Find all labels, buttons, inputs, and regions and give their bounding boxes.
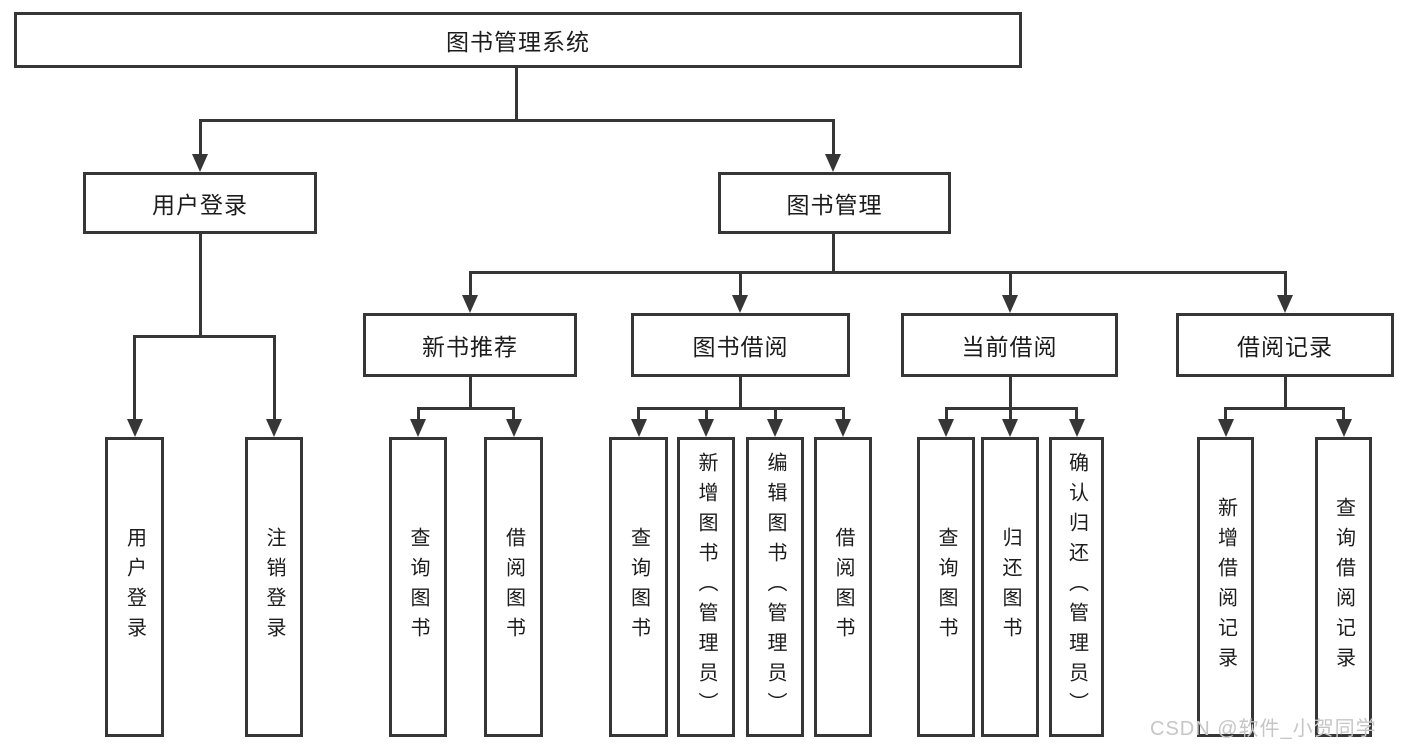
arrowhead-icon: [1277, 295, 1293, 313]
node-root-library-system: 图书管理系统: [14, 12, 1022, 68]
connector-line: [416, 406, 515, 410]
arrowhead-icon: [410, 419, 426, 437]
leaf-query-books-recommend: 查询图书: [389, 437, 447, 737]
leaf-borrow-books-recommend: 借阅图书: [484, 437, 543, 737]
connector-line: [468, 272, 472, 298]
node-label: 注销登录: [263, 527, 285, 647]
connector-line: [1342, 408, 1345, 424]
leaf-borrow-books: 借阅图书: [814, 437, 872, 737]
arrowhead-icon: [1335, 419, 1352, 437]
node-label: 图书借阅: [692, 334, 789, 360]
arrowhead-icon: [266, 419, 282, 437]
connector-line: [738, 377, 742, 410]
connector-line: [515, 68, 518, 121]
connector-line: [944, 408, 948, 424]
node-label: 归还图书: [999, 527, 1021, 647]
leaf-add-borrow-record: 新增借阅记录: [1197, 437, 1254, 737]
arrowhead-icon: [192, 154, 208, 172]
connector-line: [512, 408, 515, 424]
leaf-confirm-return-admin: 确认归还（管理员）: [1049, 437, 1104, 737]
node-label: 借阅记录: [1237, 334, 1333, 360]
connector-line: [416, 408, 420, 424]
node-label: 查询借阅记录: [1332, 497, 1355, 677]
connector-line: [133, 334, 276, 338]
connector-line: [1224, 408, 1227, 424]
connector-line: [704, 408, 708, 424]
arrowhead-icon: [505, 419, 522, 437]
csdn-watermark: CSDN @软件_小贺同学: [1150, 718, 1377, 740]
connector-line: [1008, 408, 1012, 424]
connector-line: [1008, 272, 1012, 298]
arrowhead-icon: [126, 419, 143, 437]
node-label: 新增借阅记录: [1214, 497, 1237, 677]
node-label: 当前借阅: [961, 334, 1058, 360]
connector-line: [1283, 272, 1287, 298]
node-current-borrow: 当前借阅: [901, 313, 1118, 377]
connector-line: [637, 408, 640, 424]
node-label: 查询图书: [627, 527, 650, 647]
connector-line: [1283, 377, 1287, 410]
arrowhead-icon: [835, 419, 851, 437]
connector-line: [831, 234, 835, 274]
node-label: 查询图书: [935, 527, 957, 647]
node-label: 借阅图书: [832, 527, 854, 647]
arrowhead-icon: [1217, 419, 1234, 437]
node-label: 新书推荐: [422, 334, 518, 360]
connector-line: [1075, 408, 1078, 424]
arrowhead-icon: [462, 295, 478, 313]
node-label: 图书管理系统: [446, 29, 590, 55]
arrowhead-icon: [732, 295, 748, 313]
node-label: 图书管理: [786, 192, 883, 218]
connector-line: [272, 336, 276, 423]
leaf-query-borrow-record: 查询借阅记录: [1315, 437, 1372, 737]
leaf-query-books-current: 查询图书: [917, 437, 975, 737]
leaf-edit-books-admin: 编辑图书（管理员）: [746, 437, 804, 737]
node-label: 查询图书: [407, 527, 429, 647]
connector-line: [198, 120, 202, 158]
leaf-add-books-admin: 新增图书（管理员）: [677, 437, 735, 737]
connector-line: [1008, 377, 1012, 410]
connector-line: [773, 408, 777, 424]
arrowhead-icon: [630, 419, 647, 437]
arrowhead-icon: [767, 419, 783, 437]
node-book-borrow: 图书借阅: [631, 313, 850, 377]
node-borrow-records: 借阅记录: [1176, 313, 1394, 377]
connector-line: [468, 377, 472, 410]
node-new-book-recommend: 新书推荐: [363, 313, 577, 377]
connector-line: [738, 272, 742, 298]
node-label: 确认归还（管理员）: [1065, 452, 1088, 722]
arrowhead-icon: [938, 419, 954, 437]
leaf-user-login: 用户登录: [105, 437, 164, 737]
connector-line: [133, 336, 136, 423]
arrowhead-icon: [1068, 419, 1085, 437]
node-label: 借阅图书: [502, 527, 525, 647]
arrowhead-icon: [698, 419, 714, 437]
arrowhead-icon: [1002, 295, 1018, 313]
connector-line: [198, 234, 202, 338]
connector-line: [468, 270, 1287, 274]
arrowhead-icon: [1002, 419, 1018, 437]
connector-line: [841, 408, 845, 424]
leaf-logout: 注销登录: [245, 437, 303, 737]
leaf-query-books-borrow: 查询图书: [609, 437, 668, 737]
node-label: 新增图书（管理员）: [695, 452, 717, 722]
arrowhead-icon: [825, 154, 841, 172]
node-label: 用户登录: [152, 192, 248, 218]
connector-line: [831, 120, 835, 158]
node-user-login: 用户登录: [83, 172, 317, 234]
leaf-return-books: 归还图书: [981, 437, 1039, 737]
node-book-management: 图书管理: [718, 172, 951, 234]
node-label: 用户登录: [123, 527, 146, 647]
node-label: 编辑图书（管理员）: [764, 452, 786, 722]
